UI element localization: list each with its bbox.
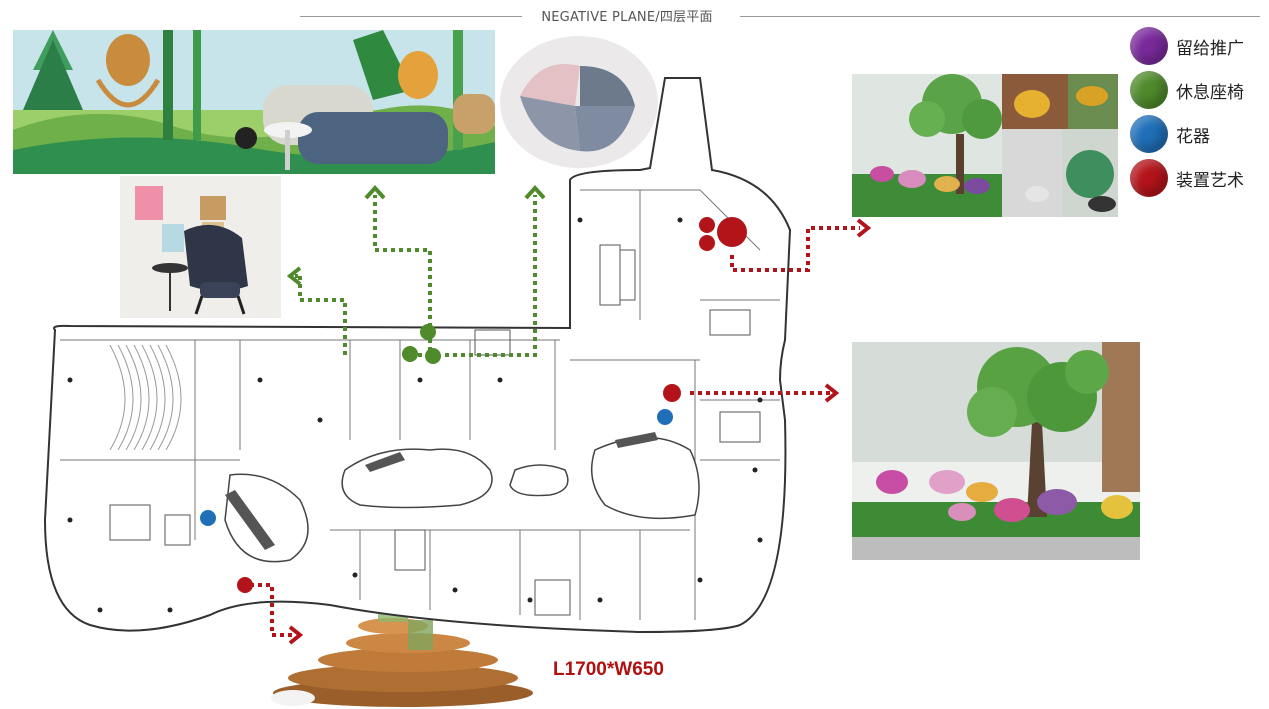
installation-route-arrowheads [288,218,872,645]
dimension-label: L1700*W650 [553,659,664,680]
legend-label: 装置艺术 [1176,170,1244,191]
installation-route-lines [250,226,860,637]
planter-markers [200,409,673,526]
legend-swatch-purple [1130,27,1168,65]
step-seating-photo [268,598,538,709]
legend-label: 留给推广 [1176,38,1244,59]
legend-item-installation: 装置艺术 [1130,159,1244,197]
forest-lounge-photo [13,30,495,174]
round-seat-photo [500,36,658,168]
seating-markers [402,324,441,364]
atrium-voids [224,436,700,563]
page-title: NEGATIVE PLANE/四层平面 [522,6,732,25]
legend-label: 休息座椅 [1176,82,1244,103]
legend-swatch-green [1130,71,1168,109]
legend-label: 花器 [1176,126,1210,147]
title-rule-right [740,16,1260,17]
escalators [225,432,658,550]
legend-item-seating: 休息座椅 [1130,71,1244,109]
legend-item-planter: 花器 [1130,115,1244,153]
auditorium-seating [109,344,182,451]
tree-installation-photo [852,342,1140,560]
legend-swatch-red [1130,159,1168,197]
legend-item-promotion: 留给推广 [1130,27,1244,65]
legend: 留给推广 休息座椅 花器 装置艺术 [1130,27,1244,204]
armchair-photo [120,176,281,318]
seating-route-arrowheads [286,185,546,286]
seating-route-lines [295,195,537,357]
title-rule-left [300,16,522,17]
installation-markers [237,217,747,593]
legend-swatch-blue [1130,115,1168,153]
tree-installation-collage [852,74,1118,217]
